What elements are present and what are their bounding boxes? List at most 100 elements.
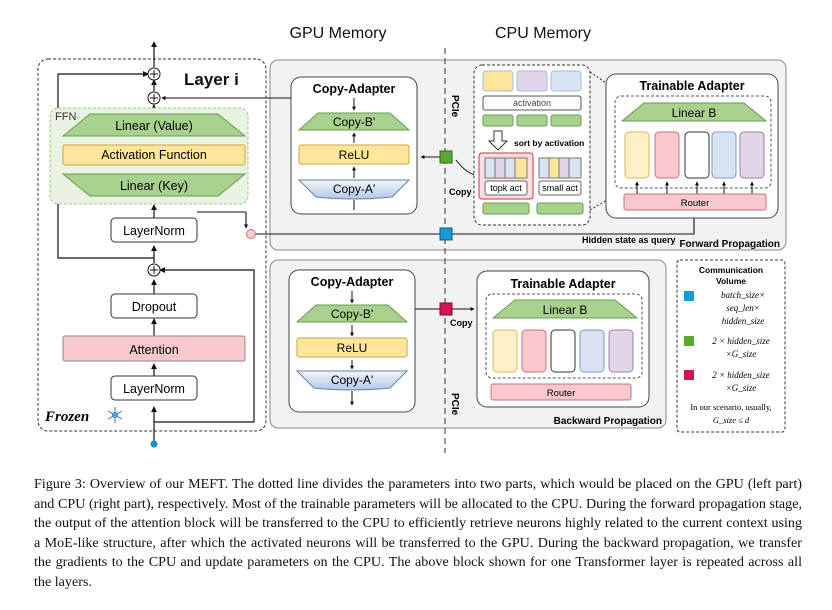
linear-value-label: Linear (Value) — [115, 119, 193, 133]
backward-trainable-title: Trainable Adapter — [510, 277, 615, 291]
activation-label: activation — [513, 98, 551, 108]
backward-relu-label: ReLU — [337, 341, 368, 355]
linear-key-block — [61, 173, 247, 197]
forward-linear-b-label: Linear B — [672, 106, 717, 120]
layernorm-bottom-label: LayerNorm — [123, 382, 185, 396]
backward-copy-adapter-title: Copy-Adapter — [311, 275, 394, 289]
attention-block — [62, 335, 246, 362]
forward-linear-b — [620, 102, 768, 122]
snowflake-icon — [107, 407, 123, 423]
activation-function-block — [62, 144, 246, 166]
ffn-label: FFN — [55, 111, 76, 123]
backward-expert-4 — [579, 329, 605, 373]
backward-relu — [296, 337, 408, 358]
add-node-bottom — [147, 263, 161, 277]
hidden-state-label: Hidden state as query — [582, 235, 676, 245]
activation-green-2 — [516, 114, 548, 127]
input-dot — [150, 440, 158, 448]
legend-green-text-1: 2 × hidden_size — [712, 336, 770, 346]
backward-copy-b — [295, 304, 409, 323]
forward-router-label: Router — [681, 198, 710, 209]
attention-label: Attention — [129, 343, 178, 357]
linear-key-label: Linear (Key) — [120, 179, 188, 193]
backward-expert-2 — [521, 329, 547, 373]
small-act-label: small act — [542, 183, 578, 193]
backward-copy-b-label: Copy-B' — [331, 307, 373, 321]
legend-title-2: Volume — [716, 276, 746, 286]
backward-linear-b-label: Linear B — [543, 303, 588, 317]
legend-note-2: G_size ≤ d — [713, 415, 750, 425]
legend-pink-text-1: 2 × hidden_size — [712, 370, 770, 380]
backward-expert-5 — [608, 329, 634, 373]
legend-blue-square — [684, 291, 694, 301]
forward-propagation-label: Forward Propagation — [679, 239, 780, 250]
dropout-block — [110, 293, 198, 319]
forward-copy-b — [297, 112, 411, 131]
communication-volume-legend — [676, 259, 786, 433]
hidden-state-node — [246, 229, 256, 239]
layer-title: Layer i — [184, 70, 239, 89]
activation-function-label: Activation Function — [101, 148, 207, 162]
activation-green-3 — [550, 114, 582, 127]
backward-propagation-label: Backward Propagation — [554, 416, 662, 427]
legend-note-1: In our scenario, usually, — [690, 402, 771, 412]
activation-cell-yellow — [482, 70, 514, 92]
forward-pcie-label: PCIe — [449, 95, 460, 118]
activation-cell-purple — [516, 70, 548, 92]
backward-expert-3 — [550, 329, 576, 373]
frozen-label: Frozen — [44, 409, 89, 425]
layernorm-top — [110, 217, 198, 243]
backward-router-label: Router — [547, 388, 576, 399]
legend-blue-text-1: batch_size× — [721, 290, 765, 300]
backward-pcie-label: PCIe — [449, 393, 460, 416]
backward-linear-b — [491, 299, 639, 319]
backward-router — [490, 383, 632, 401]
legend-blue-text-3: hidden_size — [722, 316, 765, 326]
topk-act-label: topk act — [490, 183, 522, 193]
activation-cell-blue — [550, 70, 582, 92]
sort-down-arrow-icon — [487, 130, 509, 151]
forward-copy-label: Copy — [449, 187, 472, 197]
layernorm-bottom — [110, 375, 198, 401]
topk-green — [482, 202, 530, 215]
forward-trainable-title: Trainable Adapter — [639, 79, 744, 93]
linear-value-block — [61, 113, 247, 137]
forward-relu-label: ReLU — [339, 148, 370, 162]
sort-label: sort by activation — [514, 138, 584, 148]
green-copy-square — [439, 150, 453, 164]
add-node-top — [147, 67, 161, 81]
expert-5 — [739, 131, 765, 179]
activation-bar — [482, 95, 582, 111]
pink-copy-square — [439, 302, 453, 316]
legend-pink-square — [684, 370, 694, 380]
gpu-memory-header: GPU Memory — [290, 25, 387, 42]
forward-copy-a — [297, 179, 411, 200]
small-green — [536, 202, 584, 215]
legend-pink-text-2: ×G_size — [726, 383, 757, 393]
frozen-layer-box — [37, 58, 267, 432]
blue-hidden-state-square — [439, 227, 453, 241]
meft-architecture-diagram: GPU Memory CPU Memory Layer i LayerNorm … — [37, 25, 787, 453]
legend-green-text-2: ×G_size — [726, 349, 757, 359]
legend-green-square — [684, 336, 694, 346]
forward-relu — [298, 144, 410, 165]
backward-copy-a — [295, 370, 409, 391]
dropout-label: Dropout — [132, 300, 177, 314]
expert-4 — [711, 131, 737, 179]
backward-copy-a-label: Copy-A' — [331, 373, 373, 387]
forward-copy-b-label: Copy-B' — [333, 115, 375, 129]
forward-router — [623, 193, 767, 211]
cpu-memory-header: CPU Memory — [495, 25, 591, 42]
expert-2 — [654, 131, 680, 179]
backward-expert-1 — [492, 329, 518, 373]
backward-copy-label: Copy — [450, 318, 473, 328]
layernorm-top-label: LayerNorm — [123, 224, 185, 238]
expert-1 — [624, 131, 650, 179]
legend-blue-text-2: seq_len× — [726, 303, 760, 313]
forward-copy-adapter-title: Copy-Adapter — [313, 82, 396, 96]
figure-caption: Figure 3: Overview of our MEFT. The dott… — [34, 476, 802, 590]
add-node-middle — [147, 91, 161, 105]
expert-3 — [684, 131, 710, 179]
legend-title-1: Communication — [699, 265, 763, 275]
forward-copy-a-label: Copy-A' — [333, 182, 375, 196]
